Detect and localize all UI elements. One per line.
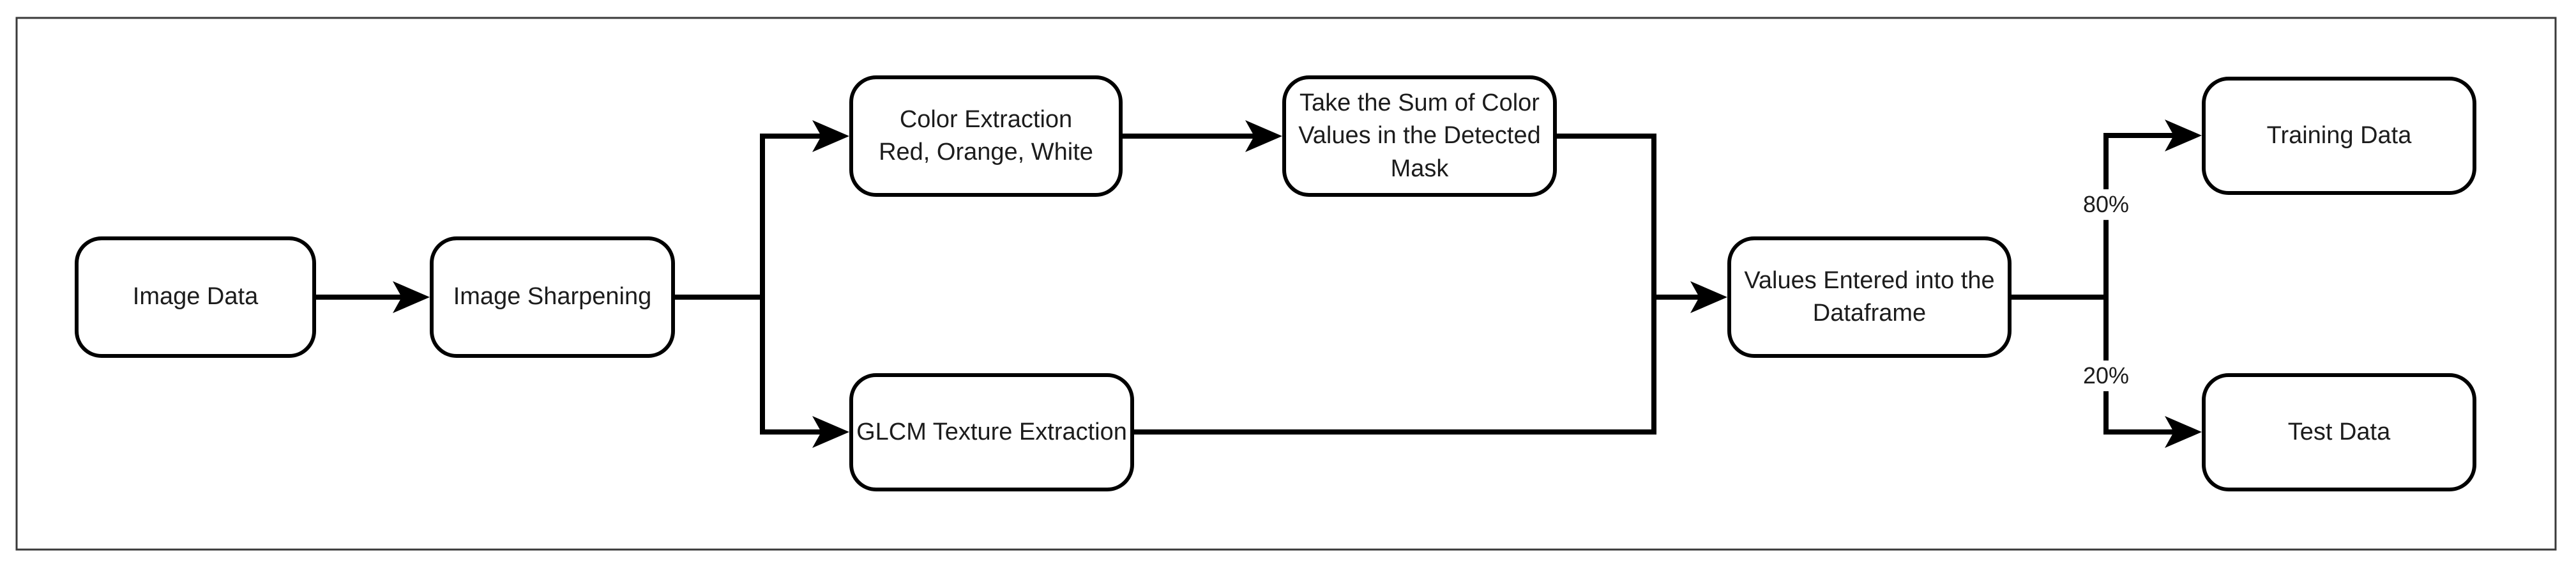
outer-border (15, 17, 2557, 551)
node-training-data-label: Training Data (2266, 121, 2412, 149)
node-test-data-label: Test Data (2287, 418, 2391, 445)
node-sum-color-values-label: Take the Sum of Color Values in the Dete… (1298, 89, 1541, 182)
node-test-data: Test Data (2202, 373, 2476, 491)
node-image-sharpening: Image Sharpening (430, 236, 675, 358)
node-image-sharpening-label: Image Sharpening (453, 283, 652, 311)
node-image-data: Image Data (75, 236, 316, 358)
node-glcm-texture-label: GLCM Texture Extraction (856, 418, 1127, 445)
node-image-data-label: Image Data (132, 283, 259, 311)
arrowhead-glcm-texture (812, 416, 849, 448)
node-glcm-texture: GLCM Texture Extraction (849, 373, 1134, 491)
edge-label-test-split: 20% (2079, 360, 2133, 391)
arrowhead-sum-color-values (1245, 120, 1282, 152)
node-dataframe-label: Values Entered into the Dataframe (1744, 266, 1995, 327)
arrowhead-training-data (2165, 119, 2202, 151)
arrowhead-image-sharpening (393, 281, 430, 313)
node-color-extraction-label: Color Extraction Red, Orange, White (879, 105, 1093, 166)
arrowhead-test-data (2165, 416, 2202, 448)
arrowhead-color-extraction (812, 120, 849, 152)
node-training-data: Training Data (2202, 77, 2476, 195)
node-sum-color-values: Take the Sum of Color Values in the Dete… (1282, 75, 1557, 197)
edge-merge-sum-glcm (1134, 134, 1656, 435)
node-dataframe: Values Entered into the Dataframe (1727, 236, 2012, 358)
edge-split-color-glcm (760, 134, 821, 435)
edge-label-training-split: 80% (2079, 189, 2133, 220)
node-color-extraction: Color Extraction Red, Orange, White (849, 75, 1123, 197)
edge-split-training-test (2103, 133, 2174, 435)
arrowhead-dataframe (1690, 281, 1727, 313)
